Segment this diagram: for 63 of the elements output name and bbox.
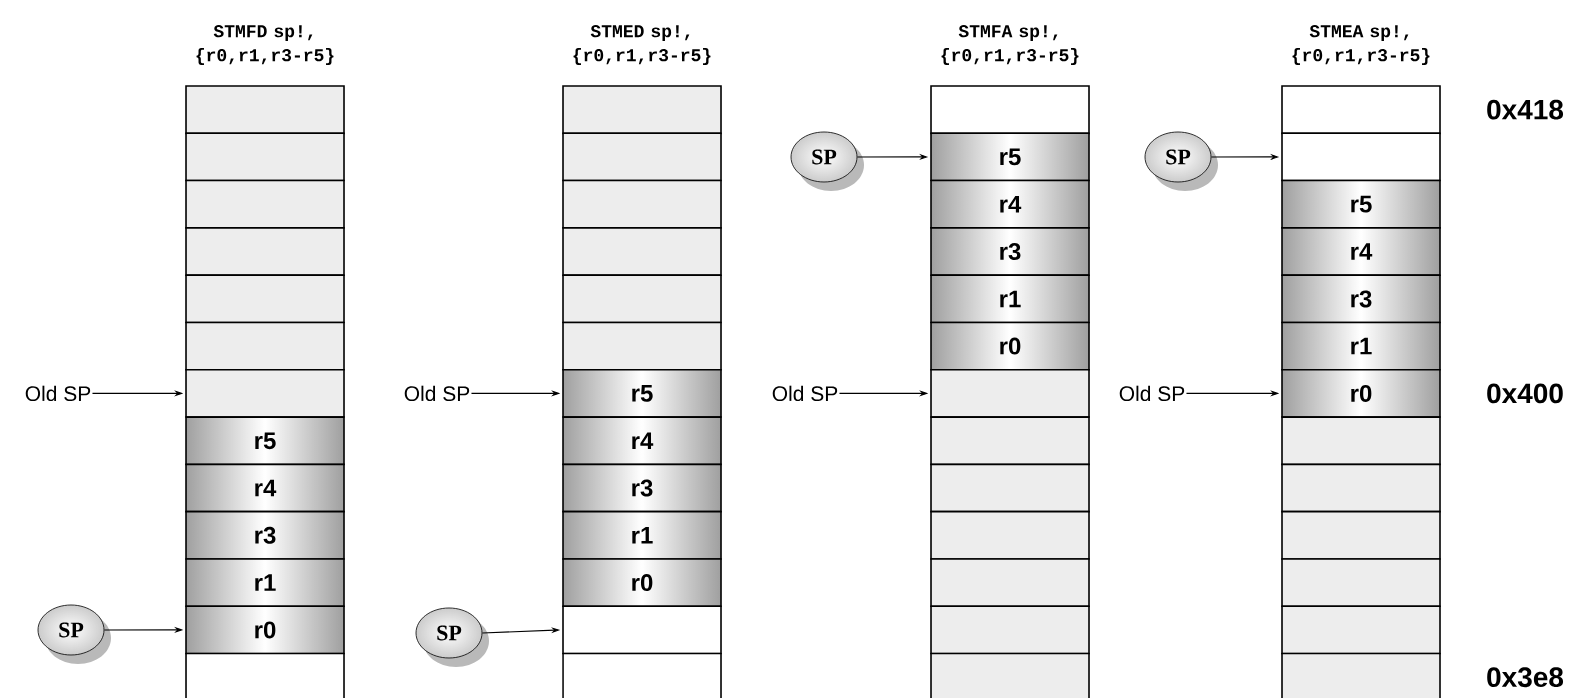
register-cell: r3	[930, 227, 1090, 276]
register-cell: r0	[930, 321, 1090, 371]
register-cell: r1	[562, 510, 722, 560]
hatched-cell	[185, 132, 345, 182]
register-cell: r4	[930, 179, 1090, 229]
register-cell: r0	[562, 558, 722, 608]
hatched-cell	[562, 132, 722, 182]
hatched-cell	[562, 321, 722, 371]
address-label: 0x3e8	[1487, 667, 1564, 688]
hatched-cell	[185, 85, 345, 135]
register-cell: r5	[1281, 179, 1441, 229]
register-cell: r3	[562, 463, 722, 513]
hatched-cell	[930, 416, 1090, 466]
hatched-cell	[1281, 463, 1441, 513]
empty-cell	[1281, 132, 1441, 182]
text-label: Old SP	[404, 385, 470, 402]
hatched-cell	[185, 274, 345, 324]
empty-cell	[562, 652, 722, 698]
hatched-cell	[185, 227, 345, 276]
register-cell: r3	[185, 510, 345, 560]
text-label: Old SP	[772, 385, 838, 402]
instruction-title: STMFD sp!, {r0,r1,r3-r5}	[196, 25, 334, 65]
register-cell: r5	[562, 368, 722, 418]
text-label: Old SP	[1119, 385, 1185, 402]
empty-cell	[930, 85, 1090, 135]
instruction-title: STMFA sp!, {r0,r1,r3-r5}	[941, 25, 1079, 65]
register-cell: r3	[1281, 274, 1441, 324]
hatched-cell	[1281, 652, 1441, 698]
hatched-cell	[562, 179, 722, 229]
instruction-title: STMED sp!, {r0,r1,r3-r5}	[573, 25, 711, 65]
register-cell: r5	[185, 416, 345, 466]
hatched-cell	[930, 510, 1090, 560]
hatched-cell	[1281, 416, 1441, 466]
instruction-title: STMEA sp!, {r0,r1,r3-r5}	[1292, 25, 1430, 65]
hatched-cell	[562, 274, 722, 324]
register-cell: r1	[185, 558, 345, 608]
hatched-cell	[930, 605, 1090, 655]
register-cell: r1	[1281, 321, 1441, 371]
text-label: Old SP	[25, 385, 91, 402]
register-cell: r0	[185, 605, 345, 655]
hatched-cell	[930, 652, 1090, 698]
hatched-cell	[185, 179, 345, 229]
hatched-cell	[930, 368, 1090, 418]
hatched-cell	[562, 85, 722, 135]
hatched-cell	[1281, 605, 1441, 655]
empty-cell	[1281, 85, 1441, 135]
address-label: 0x418	[1487, 99, 1564, 120]
register-cell: r4	[185, 463, 345, 513]
hatched-cell	[185, 321, 345, 371]
address-label: 0x400	[1487, 383, 1563, 404]
empty-cell	[185, 652, 345, 698]
hatched-cell	[185, 368, 345, 418]
hatched-cell	[1281, 558, 1441, 608]
hatched-cell	[930, 463, 1090, 513]
register-cell: r1	[930, 274, 1090, 324]
hatched-cell	[562, 227, 722, 276]
register-cell: r0	[1281, 368, 1441, 418]
hatched-cell	[930, 558, 1090, 608]
hatched-cell	[1281, 510, 1441, 560]
register-cell: r4	[562, 416, 722, 466]
register-cell: r4	[1281, 227, 1441, 276]
register-cell: r5	[930, 132, 1090, 182]
empty-cell	[562, 605, 722, 655]
